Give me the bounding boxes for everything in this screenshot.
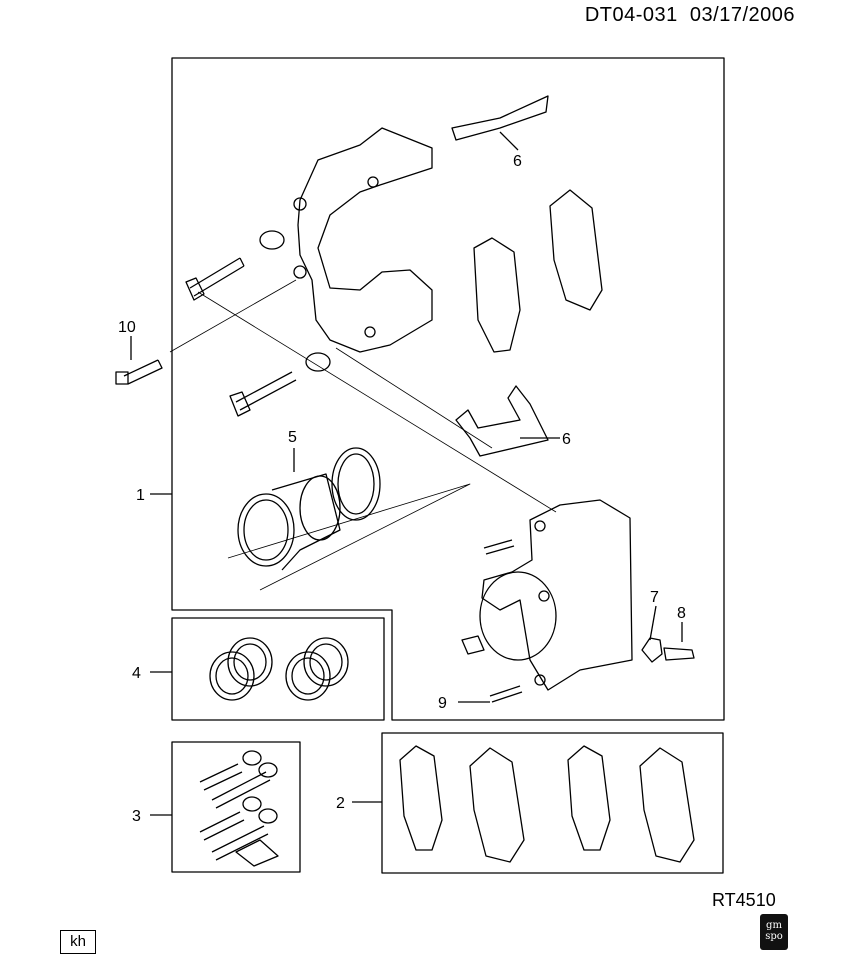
kit-pad-4: [639, 747, 695, 863]
guide-pin-lower: [235, 371, 297, 411]
doc-date: 03/17/2006: [689, 4, 795, 26]
reference-code: RT4510: [712, 890, 776, 910]
pad-kit-box: [381, 732, 724, 874]
seal-ring-b: [285, 651, 331, 701]
piston-seal-inner: [331, 447, 381, 521]
guide-pin-kit-box: [171, 741, 301, 873]
callout-1: 1: [136, 487, 145, 504]
doc-id: DT04-031: [584, 4, 678, 26]
seal-ring-a: [209, 651, 255, 701]
callout-2: 2: [336, 795, 345, 812]
kit-pad-3: [567, 745, 611, 851]
callout-7: 7: [650, 589, 659, 606]
pad-outer: [549, 189, 603, 311]
bleeder-screw: [641, 637, 663, 663]
callout-10: 10: [118, 319, 136, 336]
callout-6-upper: 6: [513, 153, 522, 170]
diagram-header: DT04-031 03/17/2006: [585, 4, 795, 27]
kit-pad-2: [469, 747, 525, 863]
caliper-bracket: [297, 127, 433, 353]
callout-3: 3: [132, 808, 141, 825]
seal-kit-box: [171, 617, 385, 721]
piston: [271, 473, 341, 571]
clip-upper: [451, 95, 549, 141]
clip-lower: [455, 385, 549, 457]
pad-inner: [473, 237, 521, 353]
caliper-housing: [481, 499, 633, 691]
callout-9: 9: [438, 695, 447, 712]
bolt-10: [123, 359, 163, 385]
guide-pin-upper: [189, 257, 245, 297]
bleeder-cap: [663, 647, 695, 661]
callout-8: 8: [677, 605, 686, 622]
kit-pad-1: [399, 745, 443, 851]
piston-seal-outer: [237, 493, 295, 567]
corner-tag: kh: [60, 930, 96, 954]
callout-6-lower: 6: [562, 431, 571, 448]
assembly-frame: [171, 57, 725, 721]
callout-5: 5: [288, 429, 297, 446]
callout-4: 4: [132, 665, 141, 682]
